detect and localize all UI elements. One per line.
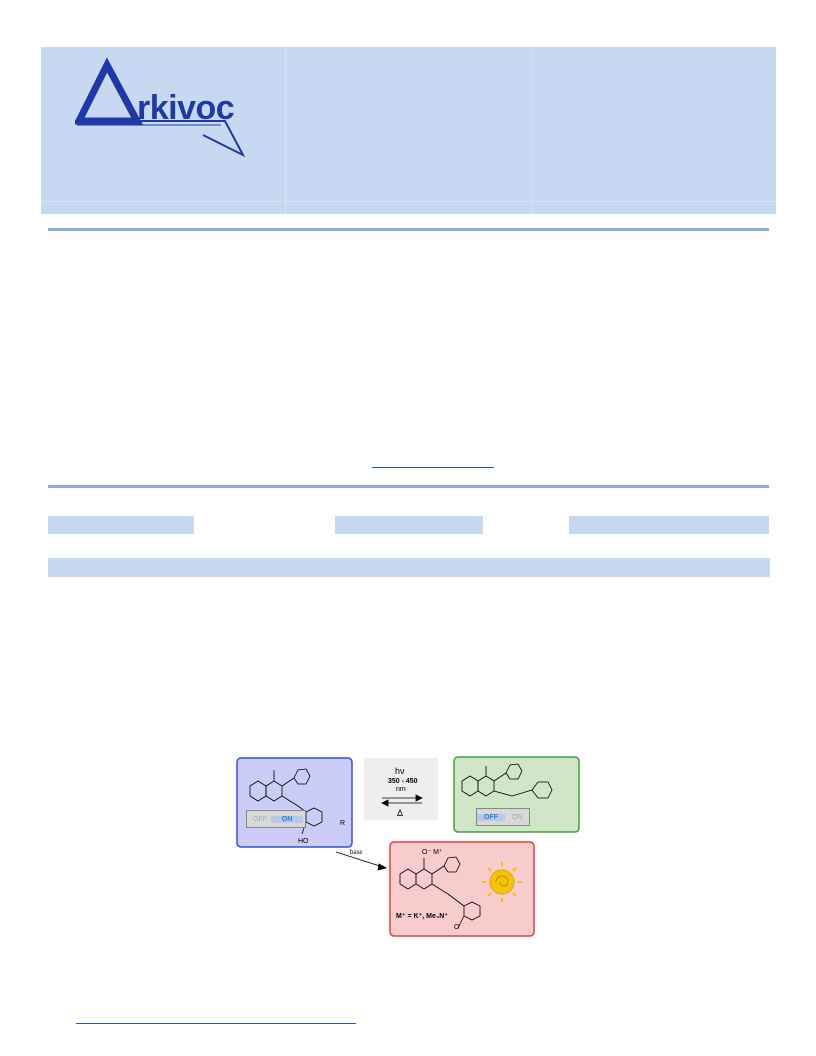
received-date-bar — [48, 516, 194, 534]
base-label: base — [350, 848, 363, 856]
switch-off-active-text: OFF — [477, 813, 505, 821]
carbonyl-label: O — [454, 924, 460, 931]
header-divider — [41, 201, 776, 202]
switch-on-state: OFF ON — [246, 810, 306, 828]
arkivoc-logo: rkivoc — [73, 55, 255, 158]
doi-link[interactable] — [372, 467, 494, 468]
blue-box — [236, 757, 353, 848]
switch-off-state: OFF ON — [476, 808, 530, 826]
wavelength-range-label: 350 - 450 — [388, 778, 418, 785]
accepted-date-bar — [335, 516, 483, 534]
light-condition-label: hν — [395, 766, 405, 776]
abstract-heading-bar — [48, 558, 770, 577]
graphical-abstract: hν 350 - 450 nm Δ base M⁺ = K⁺, Me₄N⁺ O⁻… — [236, 756, 581, 938]
hydroxyl-label: HO — [298, 838, 309, 845]
logo-triangle-icon — [73, 57, 246, 158]
switch-off-text: OFF — [253, 815, 267, 823]
header-rule — [48, 228, 769, 231]
published-date-bar — [569, 516, 769, 534]
red-box — [389, 841, 535, 937]
cation-label: M⁺ = K⁺, Me₄N⁺ — [396, 913, 448, 920]
condition-panel — [364, 758, 438, 820]
switch-on-inactive-text: ON — [511, 813, 523, 821]
wavelength-unit-label: nm — [396, 786, 406, 793]
header-divider — [285, 47, 286, 214]
journal-header: rkivoc — [41, 47, 776, 214]
thermal-condition-label: Δ — [397, 808, 404, 818]
switch-on-text: ON — [271, 815, 303, 823]
anion-charge-label: O⁻ M⁺ — [422, 849, 443, 856]
header-divider — [531, 47, 532, 214]
logo-wordmark: rkivoc — [137, 89, 235, 127]
footnote-email-link[interactable] — [76, 1023, 356, 1024]
sun-icon — [482, 862, 522, 902]
section-rule — [48, 485, 769, 488]
substituent-label: R — [340, 820, 346, 827]
